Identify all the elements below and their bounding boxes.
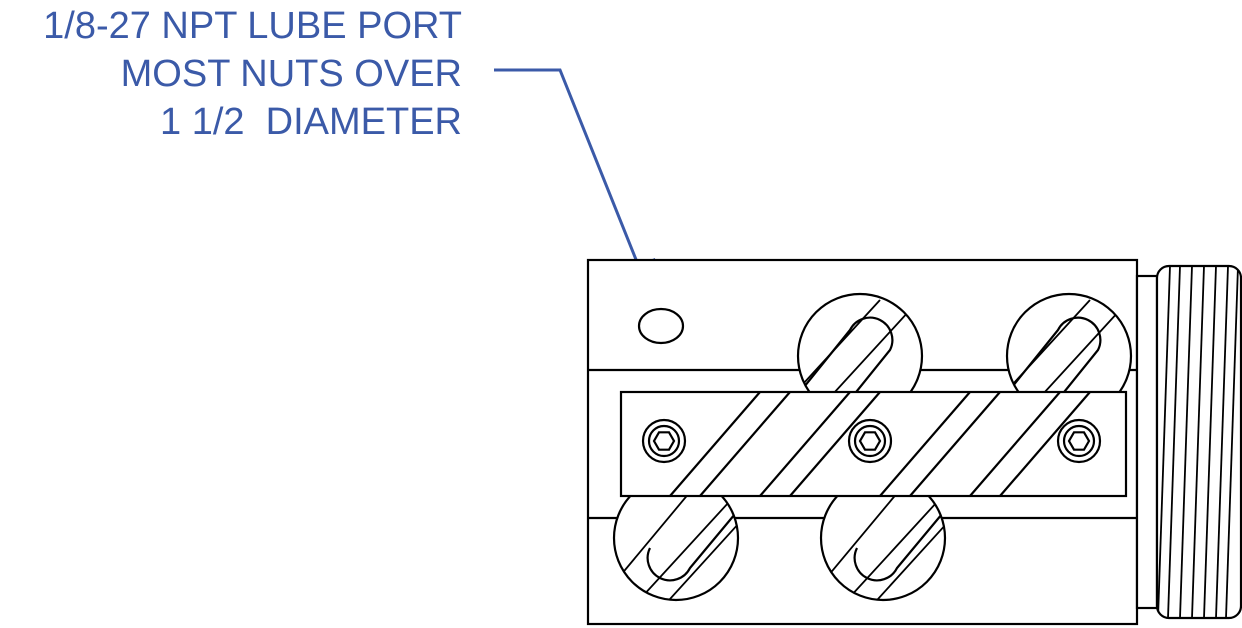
lower-lobe-left (612, 474, 740, 602)
thread-outline (1155, 264, 1242, 620)
callout-line-2: MOST NUTS OVER (121, 53, 462, 95)
callout-line-1: 1/8-27 NPT LUBE PORT (43, 5, 462, 47)
threaded-end (1135, 264, 1242, 620)
cap-screw-left-icon (641, 418, 687, 464)
callout-line-3: 1 1/2 DIAMETER (160, 101, 462, 143)
neck (1135, 274, 1159, 610)
cap-screw-right-icon (1056, 418, 1102, 464)
cap-screw-center-icon (847, 418, 893, 464)
lower-lobe-right (819, 474, 947, 602)
callout-label: 1/8-27 NPT LUBE PORT MOST NUTS OVER 1 1/… (43, 5, 462, 143)
lube-port (637, 307, 685, 345)
